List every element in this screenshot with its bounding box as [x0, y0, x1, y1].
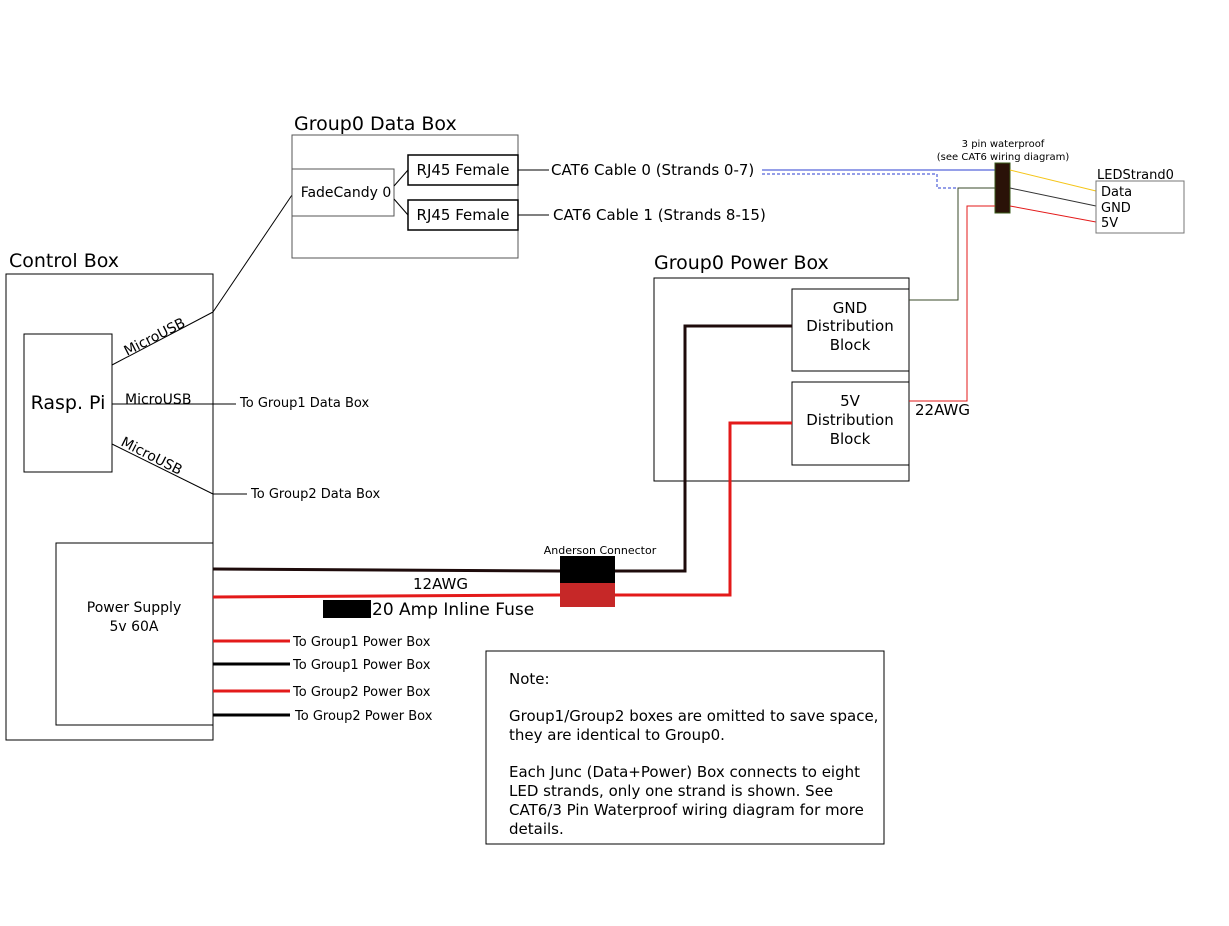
led-pin-gnd: GND	[1101, 201, 1131, 216]
fadecandy-to-rj45-2	[393, 198, 409, 216]
to-group2-data-label: To Group2 Data Box	[250, 487, 380, 502]
control-box-title: Control Box	[9, 250, 119, 272]
note-para2-line2: LED strands, only one strand is shown. S…	[509, 782, 833, 800]
gnd-block-line1: GND	[833, 299, 867, 317]
rj45-label-2: RJ45 Female	[417, 206, 510, 224]
main-5v-wire	[212, 421, 792, 599]
usb-label-1: MicroUSB	[122, 315, 188, 359]
usb-cable-1	[111, 311, 214, 366]
note-para1-line2: they are identical to Group0.	[509, 726, 725, 744]
gnd-distribution-block	[791, 288, 910, 372]
note-para2-line4: details.	[509, 820, 564, 838]
v5-block-line1: 5V	[840, 392, 861, 410]
usb-label-2: MicroUSB	[125, 392, 191, 408]
connector-label-line2: (see CAT6 wiring diagram)	[937, 152, 1070, 163]
note-para2-line1: Each Junc (Data+Power) Box connects to e…	[509, 763, 860, 781]
power-output-label-3: To Group2 Power Box	[292, 685, 431, 700]
strand-wire-gnd	[1009, 187, 1097, 207]
gnd-thin-wire	[909, 187, 995, 301]
anderson-connector-black	[560, 556, 615, 583]
waterproof-connector	[994, 162, 1011, 214]
control-box	[5, 273, 214, 741]
power-supply-box	[55, 542, 214, 726]
rasp-pi-label: Rasp. Pi	[31, 392, 106, 414]
to-group1-data-label: To Group1 Data Box	[239, 396, 369, 411]
v5-block-line2: Distribution	[806, 411, 894, 429]
gauge-12awg-label: 12AWG	[413, 575, 468, 593]
rasp-pi-box	[23, 333, 113, 473]
power-box-title: Group0 Power Box	[654, 252, 829, 274]
note-para1-line1: Group1/Group2 boxes are omitted to save …	[509, 707, 878, 725]
cat6-cable-1-label: CAT6 Cable 1 (Strands 8-15)	[553, 206, 766, 224]
fadecandy-to-rj45-1	[393, 169, 409, 187]
power-output-label-4: To Group2 Power Box	[294, 709, 433, 724]
strand-wire-5v	[1009, 205, 1097, 223]
v5-block-line3: Block	[830, 430, 871, 448]
led-strand-box	[1095, 180, 1185, 234]
note-heading: Note:	[509, 670, 550, 688]
gnd-block-line2: Distribution	[806, 317, 894, 335]
led-pin-data: Data	[1101, 185, 1132, 200]
power-supply-label-line1: Power Supply	[87, 600, 182, 616]
led-strand-title: LEDStrand0	[1097, 168, 1174, 183]
fadecandy-box	[291, 168, 395, 217]
anderson-connector-red	[560, 583, 615, 607]
note-box	[485, 650, 885, 845]
power-output-label-2: To Group1 Power Box	[292, 658, 431, 673]
gnd-block-line3: Block	[830, 336, 871, 354]
inline-fuse	[323, 600, 371, 618]
led-pin-5v: 5V	[1101, 216, 1118, 231]
gauge-22awg-label: 22AWG	[915, 401, 970, 419]
note-para2-line3: CAT6/3 Pin Waterproof wiring diagram for…	[509, 801, 864, 819]
usb-cable-3	[111, 443, 214, 495]
power-box	[653, 277, 910, 482]
power-output-label-1: To Group1 Power Box	[292, 635, 431, 650]
fadecandy-label: FadeCandy 0	[301, 185, 392, 201]
inline-fuse-label: 20 Amp Inline Fuse	[372, 600, 534, 620]
connector-label-line1: 3 pin waterproof	[962, 139, 1045, 150]
usb-cable-1-ext	[212, 194, 293, 313]
usb-label-3: MicroUSB	[118, 434, 184, 478]
cat6-cable-0-label: CAT6 Cable 0 (Strands 0-7)	[551, 161, 754, 179]
v5-thin-wire	[909, 205, 995, 402]
strand-wire-data	[1009, 169, 1097, 192]
data-wire-blue-dashed	[762, 173, 995, 189]
anderson-connector-label: Anderson Connector	[544, 544, 657, 557]
power-supply-label-line2: 5v 60A	[109, 619, 158, 635]
data-box-title: Group0 Data Box	[294, 113, 457, 135]
rj45-label-1: RJ45 Female	[417, 161, 510, 179]
main-ground-wire	[212, 324, 792, 573]
